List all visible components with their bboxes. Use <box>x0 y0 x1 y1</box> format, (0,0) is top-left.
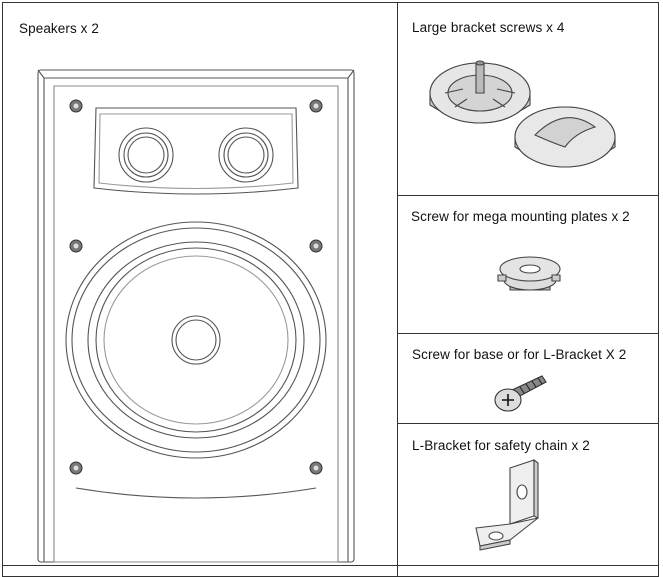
base-screw-illustration <box>490 370 550 415</box>
row-divider <box>397 195 658 196</box>
l-bracket-label: L-Bracket for safety chain x 2 <box>412 438 590 453</box>
row-divider <box>397 423 658 424</box>
l-bracket-illustration <box>470 458 560 553</box>
large-bracket-screws-illustration <box>425 55 640 185</box>
mega-plate-screw-label: Screw for mega mounting plates x 2 <box>411 209 630 224</box>
base-screw-label: Screw for base or for L-Bracket X 2 <box>412 347 627 362</box>
bottom-row-divider <box>3 565 658 566</box>
mega-plate-screw-illustration <box>490 245 570 305</box>
speakers-label: Speakers x 2 <box>19 21 99 36</box>
row-divider <box>397 333 658 334</box>
large-bracket-screws-label: Large bracket screws x 4 <box>412 20 565 35</box>
column-divider <box>397 3 398 576</box>
speaker-illustration <box>36 68 360 563</box>
